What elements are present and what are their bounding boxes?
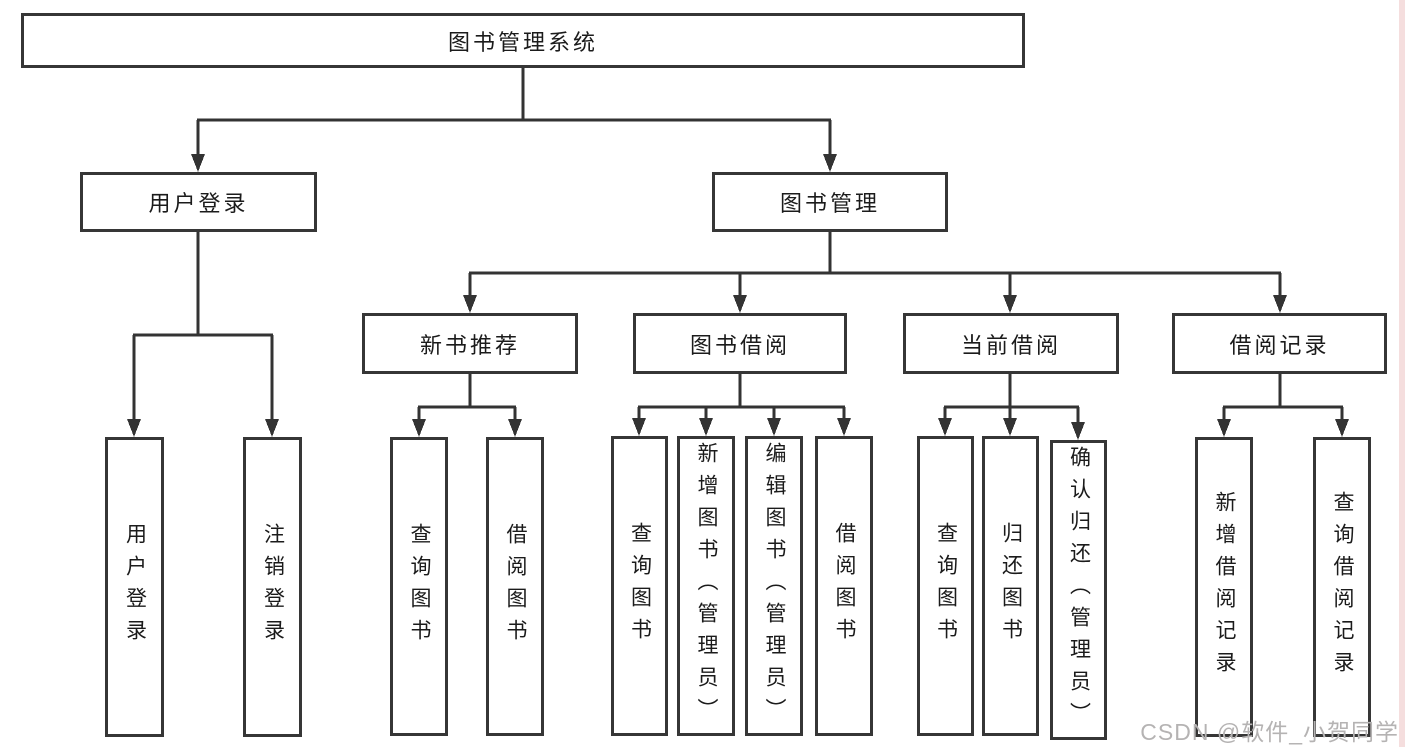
node-current-borrow: 当前借阅 [903, 313, 1119, 374]
node-label: 注销登录 [261, 523, 285, 651]
node-label: 查询图书 [628, 522, 652, 650]
arrow-icon [632, 418, 646, 436]
arrow-icon [412, 419, 426, 437]
node-label: 借阅图书 [504, 522, 527, 651]
node-new-book-recommend: 新书推荐 [362, 313, 578, 374]
arrow-icon [1071, 422, 1085, 440]
arrow-icon [1273, 295, 1287, 313]
arrow-icon [1217, 419, 1231, 437]
node-label: 图书管理 [779, 191, 880, 216]
arrow-icon [837, 418, 851, 436]
arrow-icon [733, 295, 747, 313]
leaf-query-books-current: 查询图书 [917, 436, 974, 736]
node-label: 借阅记录 [1229, 332, 1330, 358]
arrow-icon [767, 418, 781, 436]
arrow-icon [1335, 419, 1349, 437]
leaf-logout: 注销登录 [243, 437, 302, 737]
arrow-icon [1003, 295, 1017, 313]
leaf-edit-book-admin: 编辑图书（管理员） [745, 436, 803, 736]
node-borrow-records: 借阅记录 [1172, 313, 1387, 374]
node-label: 新增图书（管理员） [695, 442, 718, 730]
node-label: 确认归还（管理员） [1067, 446, 1091, 734]
leaf-borrow-books: 借阅图书 [815, 436, 873, 736]
connector-paths [132, 68, 1344, 424]
leaf-query-books-recommend: 查询图书 [390, 437, 448, 736]
arrow-icon [127, 419, 141, 437]
leaf-query-borrow-record: 查询借阅记录 [1313, 437, 1371, 737]
node-label: 图书借阅 [689, 332, 790, 358]
leaf-query-books-borrow: 查询图书 [611, 436, 668, 736]
leaf-add-borrow-record: 新增借阅记录 [1195, 437, 1253, 737]
leaf-borrow-books-recommend: 借阅图书 [486, 437, 544, 736]
arrowheads [127, 154, 1349, 440]
arrow-icon [463, 295, 477, 313]
node-label: 用户登录 [148, 191, 249, 216]
leaf-user-login: 用户登录 [105, 437, 164, 737]
node-book-management: 图书管理 [712, 172, 948, 232]
node-label: 新书推荐 [419, 332, 520, 358]
node-label: 查询图书 [408, 522, 431, 651]
node-label: 当前借阅 [960, 332, 1061, 358]
arrow-icon [265, 419, 279, 437]
arrow-icon [938, 418, 952, 436]
arrow-icon [191, 154, 205, 172]
node-label: 查询图书 [934, 522, 958, 650]
leaf-return-book: 归还图书 [982, 436, 1039, 736]
arrow-icon [823, 154, 837, 172]
node-label: 查询借阅记录 [1331, 491, 1354, 683]
node-label: 借阅图书 [833, 522, 856, 650]
node-label: 用户登录 [123, 523, 147, 651]
node-user-login: 用户登录 [80, 172, 317, 232]
node-root: 图书管理系统 [21, 13, 1025, 68]
leaf-confirm-return-admin: 确认归还（管理员） [1050, 440, 1107, 740]
csdn-watermark: CSDN @软件_小贺同学 [1140, 719, 1399, 745]
leaf-add-book-admin: 新增图书（管理员） [677, 436, 735, 736]
node-label: 归还图书 [999, 522, 1023, 650]
node-label: 新增借阅记录 [1213, 491, 1236, 683]
arrow-icon [699, 418, 713, 436]
node-label: 图书管理系统 [447, 29, 598, 55]
right-edge-strip [1399, 0, 1405, 747]
node-label: 编辑图书（管理员） [763, 442, 786, 730]
arrow-icon [1003, 418, 1017, 436]
node-book-borrow: 图书借阅 [633, 313, 847, 374]
arrow-icon [508, 419, 522, 437]
